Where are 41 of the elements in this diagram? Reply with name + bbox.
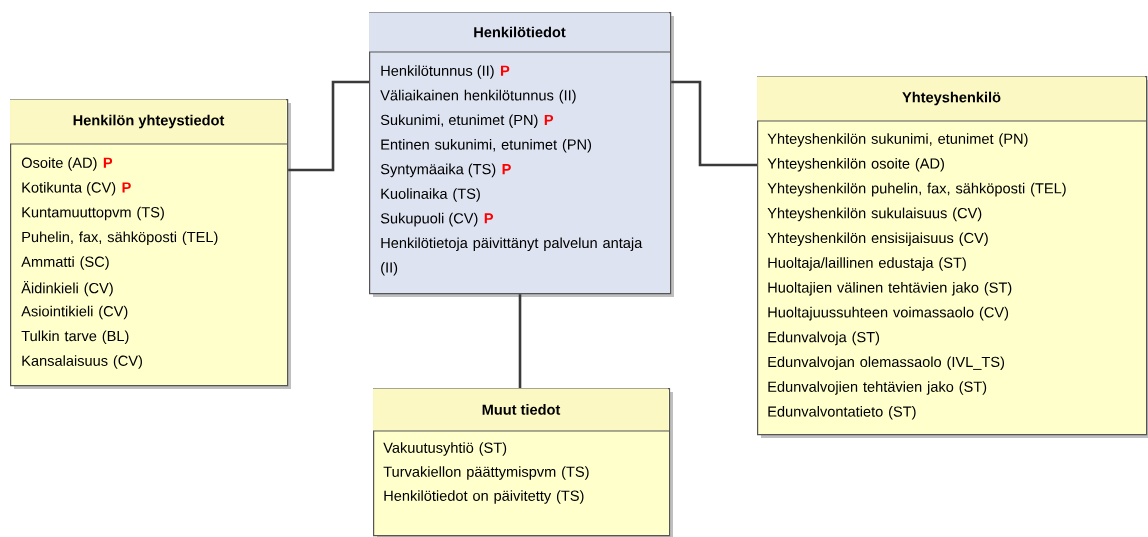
attribute-text: Yhteyshenkilön ensisijaisuus (CV) [767, 232, 988, 246]
primary-key-mark: P [484, 213, 494, 224]
primary-key-mark: P [122, 182, 131, 193]
attribute-text: Turvakiellon päättymispvm (TS) [383, 466, 589, 480]
attribute-text: Väliaikainen henkilötunnus (II) [380, 89, 576, 104]
connector-line [288, 80, 369, 172]
attribute-text: Tulkin tarve (BL) [21, 330, 129, 345]
attribute-text: Henkilötietoja päivittänyt palvelun antaja (II) [381, 237, 643, 276]
attribute-text: Entinen sukunimi, etunimet (PN) [381, 139, 592, 153]
attribute-text: Huoltaja/laillinen edustaja (ST) [768, 257, 966, 271]
attribute-text: Syntymäaika (TS) [380, 163, 496, 178]
attribute-text: Kotikunta (CV) [22, 181, 116, 196]
attribute-text: Edunvalvojan olemassaolo (IVL_TS) [768, 356, 1004, 370]
attribute-text: Huoltajuussuhteen voimassaolo (CV) [768, 306, 1009, 321]
attribute-text: Kuolinaika (TS) [381, 188, 480, 202]
attribute-text: Edunvalvojien tehtävien jako (ST) [768, 381, 987, 395]
connector-line [671, 80, 757, 167]
attribute-text: Henkilötunnus (II) [381, 65, 494, 79]
attribute-text: Sukunimi, etunimet (PN) [380, 114, 538, 128]
attribute-text: Huoltajien välinen tehtävien jako (ST) [768, 282, 1012, 296]
primary-key-mark: P [544, 114, 554, 125]
attribute-text: Henkilötiedot on päivitetty (TS) [384, 490, 584, 504]
primary-key-mark: P [501, 65, 510, 76]
attribute-text: Ammatti (SC) [21, 256, 109, 270]
primary-key-mark: P [103, 157, 113, 168]
attribute-text: Kuntamuuttopvm (TS) [22, 206, 164, 221]
attribute-text: Yhteyshenkilön sukunimi, etunimet (PN) [767, 133, 1028, 147]
attribute-text: Sukupuoli (CV) [380, 212, 478, 227]
attribute-text: Edunvalvoja (ST) [768, 331, 880, 346]
attribute-text: Asiointikieli (CV) [21, 305, 128, 320]
attribute-text: Puhelin, fax, sähköposti (TEL) [22, 231, 218, 246]
attribute-text: Yhteyshenkilön sukulaisuus (CV) [767, 207, 982, 222]
attribute-text: Kansalaisuus (CV) [22, 355, 142, 369]
attribute-text: Äidinkieli (CV) [21, 280, 113, 297]
attribute-text: Edunvalvontatieto (ST) [768, 406, 916, 420]
attribute-text: Yhteyshenkilön puhelin, fax, sähköposti (TEL) [767, 182, 1066, 197]
attribute-text: Yhteyshenkilön osoite (AD) [767, 158, 944, 172]
attribute-text: Osoite (AD) [21, 157, 97, 171]
attribute-text: Vakuutusyhtiö (ST) [383, 442, 507, 456]
primary-key-mark: P [502, 164, 511, 175]
connector-line [518, 294, 522, 388]
